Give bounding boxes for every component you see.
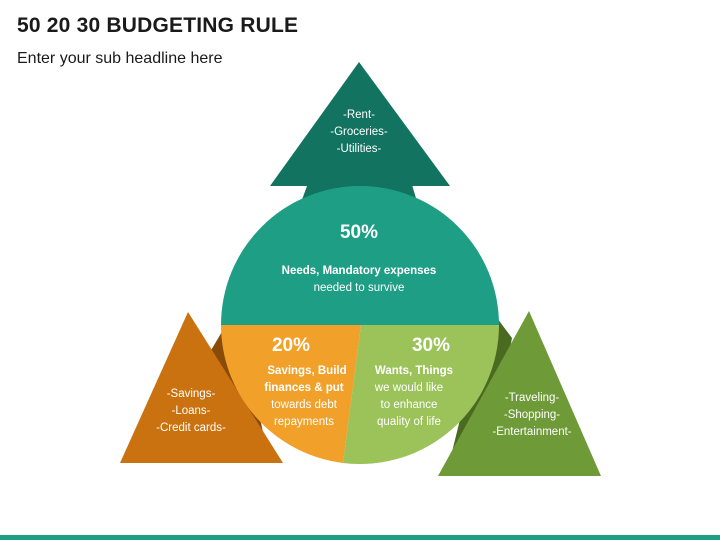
wants-item: -Shopping-	[504, 409, 560, 421]
wants-triangle	[438, 311, 601, 476]
savings-segment	[220, 325, 361, 463]
savings-item: -Loans-	[172, 405, 211, 417]
savings-triangle	[120, 312, 283, 463]
needs-percent: 50%	[340, 222, 378, 243]
page-subtitle: Enter your sub headline here	[17, 50, 223, 67]
wants-percent: 30%	[412, 335, 450, 356]
wants-description-line: Wants, Things	[375, 365, 453, 377]
needs-item: -Utilities-	[337, 143, 382, 155]
needs-item: -Rent-	[343, 109, 375, 121]
page-title: 50 20 30 BUDGETING RULE	[17, 14, 299, 37]
needs-description-line1: Needs, Mandatory expenses	[282, 265, 437, 277]
needs-triangle	[270, 62, 450, 186]
savings-description-line: finances & put	[264, 382, 343, 394]
wants-description-line: quality of life	[377, 416, 441, 428]
savings-percent: 20%	[272, 335, 310, 356]
wants-item: -Traveling-	[505, 392, 560, 404]
savings-description-line: towards debt	[271, 399, 338, 411]
wants-item: -Entertainment-	[492, 426, 571, 438]
savings-item: -Savings-	[167, 388, 216, 400]
wants-description-line: to enhance	[381, 399, 438, 411]
savings-description-line: Savings, Build	[267, 365, 346, 377]
savings-description-line: repayments	[274, 416, 334, 428]
needs-item: -Groceries-	[330, 126, 388, 138]
footer-accent-bar	[0, 535, 720, 540]
savings-item: -Credit cards-	[156, 422, 226, 434]
needs-description-line2: needed to survive	[314, 282, 405, 294]
wants-description-line: we would like	[374, 382, 443, 394]
needs-segment	[221, 186, 499, 325]
wants-segment	[343, 325, 499, 465]
